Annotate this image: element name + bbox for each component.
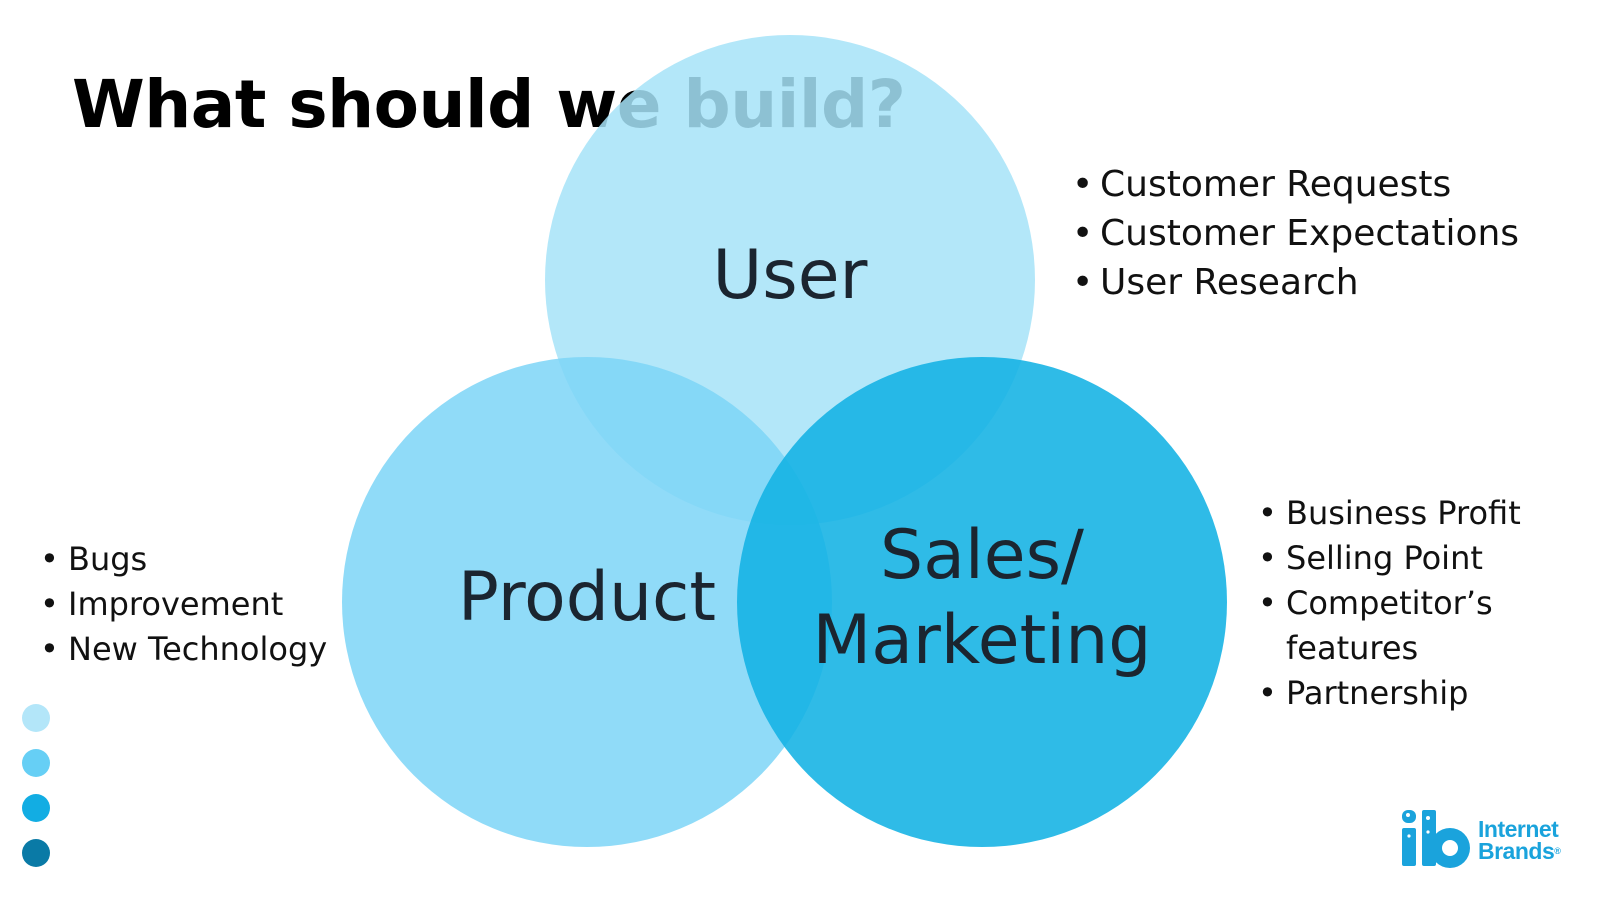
bullet-dot-icon: •: [40, 585, 59, 623]
decor-dot: [22, 749, 50, 777]
ib-logo-icon: [1402, 810, 1470, 868]
decor-dot: [22, 704, 50, 732]
user-label: User: [713, 236, 868, 315]
user-bullet-list: •Customer Requests •Customer Expectation…: [1068, 160, 1519, 307]
decorative-dots: [22, 704, 50, 884]
logo-text: Internet Brands®: [1478, 816, 1561, 864]
product-label: Product: [458, 558, 716, 637]
bullet-dot-icon: •: [40, 630, 59, 668]
decor-dot: [22, 794, 50, 822]
list-item: •Customer Requests: [1068, 160, 1519, 209]
bullet-dot-icon: •: [1072, 213, 1094, 254]
bullet-dot-icon: •: [1258, 584, 1277, 622]
bullet-dot-icon: •: [1072, 262, 1094, 303]
list-item: features: [1286, 629, 1419, 667]
list-item: •Bugs: [36, 537, 327, 582]
bullet-dot-icon: •: [1072, 164, 1094, 205]
list-item: •Business Profit: [1254, 491, 1521, 536]
sales-marketing-circle: [737, 357, 1227, 847]
list-item: •Partnership: [1254, 671, 1521, 716]
list-item: •Improvement: [36, 582, 327, 627]
product-circle: [342, 357, 832, 847]
list-item: •New Technology: [36, 627, 327, 672]
decor-dot: [22, 839, 50, 867]
list-item: •User Research: [1068, 258, 1519, 307]
bullet-dot-icon: •: [40, 540, 59, 578]
list-item: •Selling Point: [1254, 536, 1521, 581]
sales-marketing-label: Sales/: [880, 516, 1084, 595]
bullet-dot-icon: •: [1258, 674, 1277, 712]
sales-marketing-label-line2: Marketing: [813, 601, 1152, 680]
bullet-dot-icon: •: [1258, 494, 1277, 532]
list-item: •Customer Expectations: [1068, 209, 1519, 258]
bullet-dot-icon: •: [1258, 539, 1277, 577]
sales-marketing-bullet-list: •Business Profit •Selling Point •Competi…: [1254, 491, 1521, 716]
product-bullet-list: •Bugs •Improvement •New Technology: [36, 537, 327, 672]
list-item: •Competitor’s: [1254, 581, 1521, 626]
internet-brands-logo: Internet Brands®: [1398, 804, 1562, 870]
